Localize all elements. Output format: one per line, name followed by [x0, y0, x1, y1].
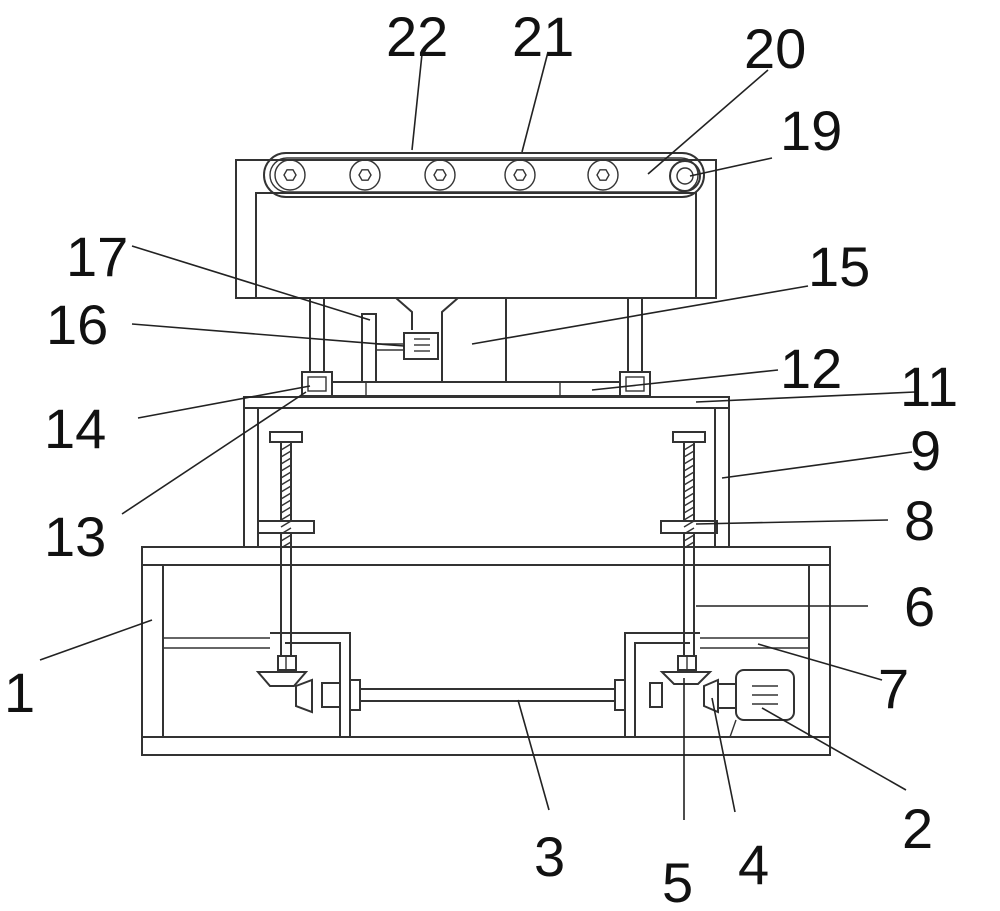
- label-9: 9: [910, 419, 941, 482]
- screw-thread: [683, 485, 695, 493]
- roller-hub: [433, 169, 447, 181]
- label-6: 6: [904, 575, 935, 638]
- roller-hub: [358, 169, 372, 181]
- conveyor-belt: [263, 152, 705, 198]
- screw-thread: [683, 471, 695, 479]
- label-16: 16: [46, 293, 108, 356]
- screw-thread: [683, 492, 695, 500]
- label-2: 2: [902, 797, 933, 860]
- roller-hub: [596, 169, 610, 181]
- conveyor-roller: [274, 159, 306, 191]
- label-13: 13: [44, 505, 106, 568]
- label-19: 19: [780, 99, 842, 162]
- screw-thread: [683, 478, 695, 486]
- label-21: 21: [512, 5, 574, 68]
- label-20: 20: [744, 17, 806, 80]
- hopper-posts: [309, 298, 643, 372]
- right-bevel-gears: [659, 655, 719, 714]
- label-4: 4: [738, 833, 769, 896]
- left-bevel-gears: [255, 655, 313, 714]
- screw-thread: [683, 506, 695, 514]
- screw-thread: [280, 527, 292, 535]
- screw-thread: [280, 506, 292, 514]
- screw-thread: [280, 450, 292, 458]
- screw-thread: [683, 464, 695, 472]
- label-15: 15: [808, 235, 870, 298]
- transmission-shaft: [321, 679, 663, 711]
- label-1: 1: [4, 661, 35, 724]
- conveyor-roller: [424, 159, 456, 191]
- screw-thread: [280, 464, 292, 472]
- screw-thread: [280, 534, 292, 542]
- label-7: 7: [878, 657, 909, 720]
- screw-thread: [683, 541, 695, 549]
- screw-thread: [683, 520, 695, 528]
- label-5: 5: [662, 851, 693, 911]
- label-8: 8: [904, 489, 935, 552]
- base-frame: [141, 546, 831, 756]
- screw-thread: [683, 527, 695, 535]
- screw-thread: [280, 520, 292, 528]
- drive-roller: [669, 160, 701, 192]
- screw-thread: [683, 534, 695, 542]
- label-3: 3: [534, 825, 565, 888]
- conveyor-roller: [587, 159, 619, 191]
- leader-lines: [39, 51, 916, 820]
- label-12: 12: [780, 337, 842, 400]
- roller-hub: [513, 169, 527, 181]
- feed-hopper: [395, 297, 507, 382]
- screw-thread: [280, 541, 292, 549]
- screw-thread: [280, 499, 292, 507]
- motor: [717, 669, 795, 738]
- screw-thread: [683, 499, 695, 507]
- conveyor-roller: [504, 159, 536, 191]
- screw-thread: [280, 492, 292, 500]
- screw-thread: [280, 471, 292, 479]
- screw-thread: [280, 457, 292, 465]
- screw-thread: [683, 450, 695, 458]
- screw-thread: [280, 513, 292, 521]
- screw-thread: [280, 485, 292, 493]
- right-lead-screw: [660, 431, 718, 656]
- small-motor: [361, 313, 439, 383]
- conveyor-roller: [349, 159, 381, 191]
- left-lead-screw: [257, 431, 315, 656]
- screw-thread: [683, 443, 695, 451]
- conveyor-box: [235, 159, 717, 299]
- part-labels: 1 2 3 4 5 6 7 8 9 11 12 13 14 15 16 17 1…: [4, 5, 958, 911]
- screw-thread: [683, 457, 695, 465]
- slide-rail: [315, 381, 635, 397]
- roller-hub: [283, 169, 297, 181]
- label-22: 22: [386, 5, 448, 68]
- label-11: 11: [900, 355, 958, 418]
- label-14: 14: [44, 397, 106, 460]
- screw-thread: [683, 513, 695, 521]
- label-17: 17: [66, 225, 128, 288]
- screw-thread: [280, 443, 292, 451]
- left-slider: [301, 371, 333, 397]
- support-frame: [243, 396, 730, 547]
- screw-thread: [280, 478, 292, 486]
